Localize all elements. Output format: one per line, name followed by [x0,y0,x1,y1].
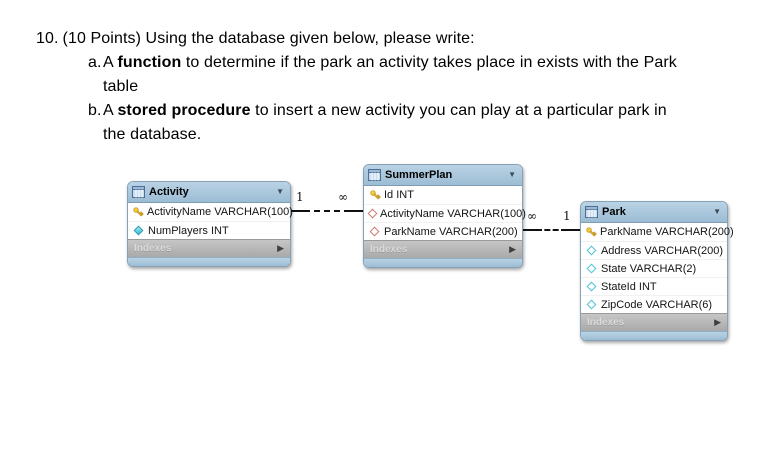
item-b-bold-term: stored procedure [117,102,251,119]
indexes-bar[interactable]: Indexes ▶ [364,240,522,258]
column-text: ActivityName VARCHAR(100) [380,207,526,220]
primary-key-icon [132,206,144,218]
column-row: ParkName VARCHAR(200) [364,222,522,240]
table-activity-header[interactable]: Activity ▼ [128,182,290,203]
fk-diamond-icon [367,208,378,219]
fk-diamond-icon [368,226,381,237]
column-row: ZipCode VARCHAR(6) [581,295,727,313]
notnull-diamond-icon [132,225,145,236]
question-item-a-line2: table [103,77,138,97]
primary-key-icon [368,189,381,201]
item-a-text-cont: to determine if the park an activity tak… [181,54,677,71]
item-b-letter: b. [88,102,102,119]
nullable-diamond-icon [585,245,598,256]
question-item-b-line2: the database. [103,125,201,145]
column-text: State VARCHAR(2) [601,262,697,275]
item-b-text: A [103,102,118,119]
column-row: Address VARCHAR(200) [581,241,727,259]
column-row: NumPlayers INT [128,221,290,239]
relationship-activity-summerplan [291,210,363,212]
column-row: State VARCHAR(2) [581,259,727,277]
cardinality-label: ∞ [527,209,537,223]
question-item-a-line1: a.A function to determine if the park an… [88,53,677,73]
table-bottom-bar [581,331,727,340]
item-b-text-cont: to insert a new activity you can play at… [250,102,667,119]
cardinality-label: 1 [296,190,304,204]
item-a-text: A [103,54,118,71]
column-row: StateId INT [581,277,727,295]
expand-arrow-icon[interactable]: ▶ [509,244,516,254]
column-row: Id INT [364,186,522,204]
question-intro: (10 Points) Using the database given bel… [62,30,475,47]
indexes-label: Indexes [587,317,625,328]
column-text: ParkName VARCHAR(200) [384,225,518,238]
collapse-caret-icon[interactable]: ▼ [713,207,721,216]
cardinality-label: ∞ [338,190,348,204]
collapse-caret-icon[interactable]: ▼ [276,187,284,196]
table-bottom-bar [128,257,290,266]
table-activity[interactable]: Activity ▼ ActivityName VARCHAR(100) Num… [127,181,293,267]
indexes-label: Indexes [370,244,408,255]
nullable-diamond-icon [585,263,598,274]
indexes-bar[interactable]: Indexes ▶ [581,313,727,331]
table-icon [585,206,598,218]
column-text: ZipCode VARCHAR(6) [601,298,713,311]
table-bottom-bar [364,258,522,267]
question-number: 10. [36,30,59,47]
item-a-text-wrap: table [103,78,139,95]
table-icon [368,169,381,181]
column-row: ParkName VARCHAR(200) [581,223,734,241]
column-text: NumPlayers INT [148,224,229,237]
item-a-letter: a. [88,54,102,71]
question-intro-line: 10.(10 Points) Using the database given … [36,29,475,49]
item-a-bold-term: function [117,54,182,71]
question-item-b-line1: b.A stored procedure to insert a new act… [88,101,667,121]
expand-arrow-icon[interactable]: ▶ [714,317,721,327]
table-name: SummerPlan [385,169,453,181]
table-name: Park [602,206,626,218]
nullable-diamond-icon [585,299,598,310]
expand-arrow-icon[interactable]: ▶ [277,243,284,253]
column-row: ActivityName VARCHAR(100) [364,204,526,222]
table-park-header[interactable]: Park ▼ [581,202,727,223]
cardinality-label: 1 [563,209,571,223]
column-text: Address VARCHAR(200) [600,244,723,257]
indexes-bar[interactable]: Indexes ▶ [128,239,290,257]
column-row: ActivityName VARCHAR(100) [128,203,293,221]
indexes-label: Indexes [134,243,172,254]
nullable-diamond-icon [585,281,598,292]
column-text: StateId INT [601,280,657,293]
table-summerplan-header[interactable]: SummerPlan ▼ [364,165,522,186]
table-park[interactable]: Park ▼ ParkName VARCHAR(200) Address VAR… [580,201,734,341]
relationship-summerplan-park [523,229,580,231]
column-text: ActivityName VARCHAR(100) [147,206,293,218]
table-summerplan[interactable]: SummerPlan ▼ Id INT ActivityName VARCHAR… [363,164,526,268]
column-text: ParkName VARCHAR(200) [600,226,734,238]
column-text: Id INT [384,189,414,201]
collapse-caret-icon[interactable]: ▼ [508,170,516,179]
table-name: Activity [149,186,189,198]
item-b-text-wrap: the database. [103,126,202,143]
primary-key-icon [585,226,597,238]
table-icon [132,186,145,198]
